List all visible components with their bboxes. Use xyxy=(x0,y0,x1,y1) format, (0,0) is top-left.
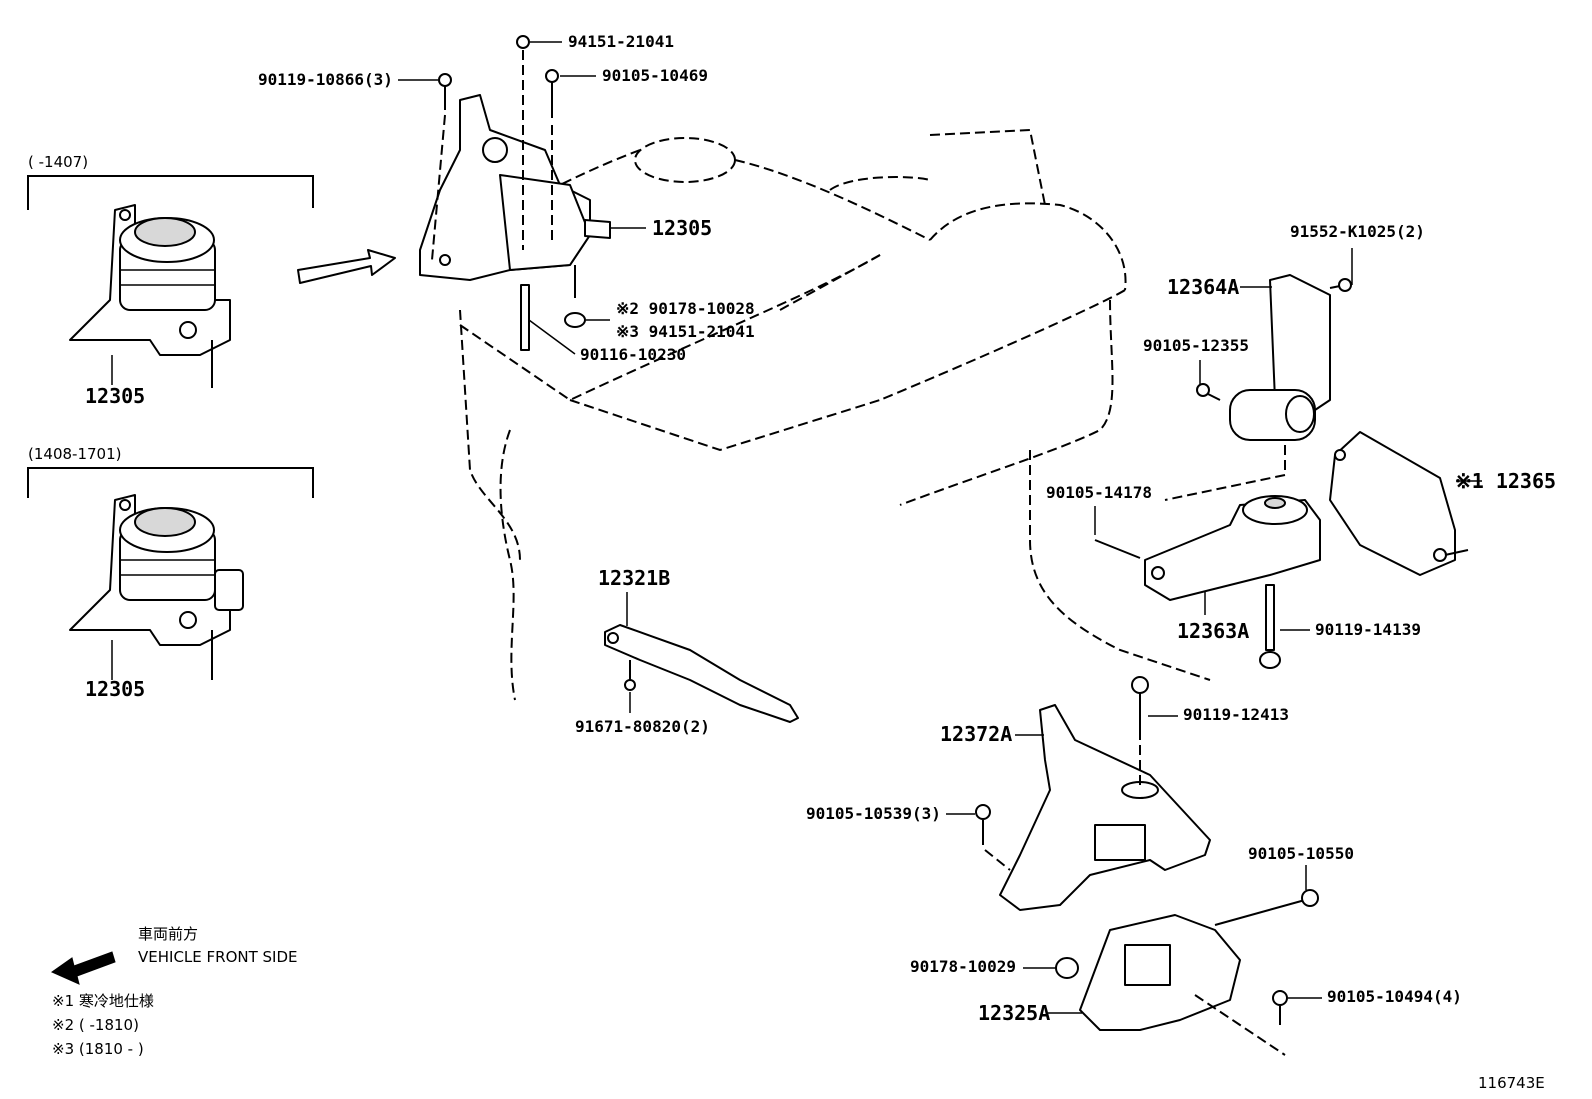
pointer-arrow xyxy=(297,249,396,284)
front-arrow-icon xyxy=(50,951,116,985)
lower-bracket-drawing xyxy=(604,624,799,723)
part-label-90178-10029[interactable]: 90178-10029 xyxy=(910,957,1016,976)
part-label-90116-10230[interactable]: 90116-10230 xyxy=(580,345,686,364)
part-label-90105-14178[interactable]: 90105-14178 xyxy=(1046,483,1152,502)
part-label-90119-14139[interactable]: 90119-14139 xyxy=(1315,620,1421,639)
part-label-12305-main[interactable]: 12305 xyxy=(652,216,713,240)
leader-lines xyxy=(398,41,1482,1014)
part-label-12363A[interactable]: 12363A xyxy=(1177,619,1250,643)
part-label-90105-10494[interactable]: 90105-10494(4) xyxy=(1327,987,1462,1006)
part-label-90119-12413[interactable]: 90119-12413 xyxy=(1183,705,1289,724)
part-label-94151-21041-alt[interactable]: ※3 94151-21041 xyxy=(616,322,755,341)
part-label-90105-10550[interactable]: 90105-10550 xyxy=(1248,844,1354,863)
part-label-12325A[interactable]: 12325A xyxy=(978,1001,1051,1025)
part-label-90105-10539[interactable]: 90105-10539(3) xyxy=(806,804,941,823)
part-label-12305-variant2[interactable]: 12305 xyxy=(85,677,146,701)
variant1-mount-drawing xyxy=(69,204,231,388)
transmission-mount-drawing xyxy=(975,676,1211,911)
part-label-90105-12355[interactable]: 90105-12355 xyxy=(1143,336,1249,355)
figure-id: 116743E xyxy=(1478,1074,1545,1092)
part-label-91671-80820[interactable]: 91671-80820(2) xyxy=(575,717,710,736)
variant-brackets xyxy=(27,175,314,498)
direction-en: VEHICLE FRONT SIDE xyxy=(138,948,298,966)
part-label-91552-K1025[interactable]: 91552-K1025(2) xyxy=(1290,222,1425,241)
main-mount-drawing xyxy=(419,94,611,298)
note-1: ※1 寒冷地仕様 xyxy=(52,992,154,1010)
part-label-12364A[interactable]: 12364A xyxy=(1167,275,1240,299)
part-label-90178-10028[interactable]: ※2 90178-10028 xyxy=(616,299,755,318)
upper-bracket-drawing xyxy=(1164,274,1352,501)
part-label-90119-10866[interactable]: 90119-10866(3) xyxy=(258,70,393,89)
part-label-12365[interactable]: ※1 12365 xyxy=(1455,469,1557,493)
lower-mount-drawing xyxy=(1055,889,1319,1056)
variant1-range: ( -1407) xyxy=(28,153,89,171)
part-label-90105-10469[interactable]: 90105-10469 xyxy=(602,66,708,85)
torque-rod-drawing xyxy=(1094,495,1321,669)
part-label-94151-21041[interactable]: 94151-21041 xyxy=(568,32,674,51)
part-label-12305-variant1[interactable]: 12305 xyxy=(85,384,146,408)
part-label-12372A[interactable]: 12372A xyxy=(940,722,1013,746)
main-fasteners xyxy=(431,35,586,351)
direction-jp: 車両前方 xyxy=(138,925,199,943)
variant2-range: (1408-1701) xyxy=(28,445,122,463)
cover-plate-drawing xyxy=(1329,431,1469,576)
note-2: ※2 ( -1810) xyxy=(52,1016,139,1034)
note-3: ※3 (1810 - ) xyxy=(52,1040,144,1058)
variant2-mount-drawing xyxy=(69,494,244,680)
part-label-12321B[interactable]: 12321B xyxy=(598,566,671,590)
